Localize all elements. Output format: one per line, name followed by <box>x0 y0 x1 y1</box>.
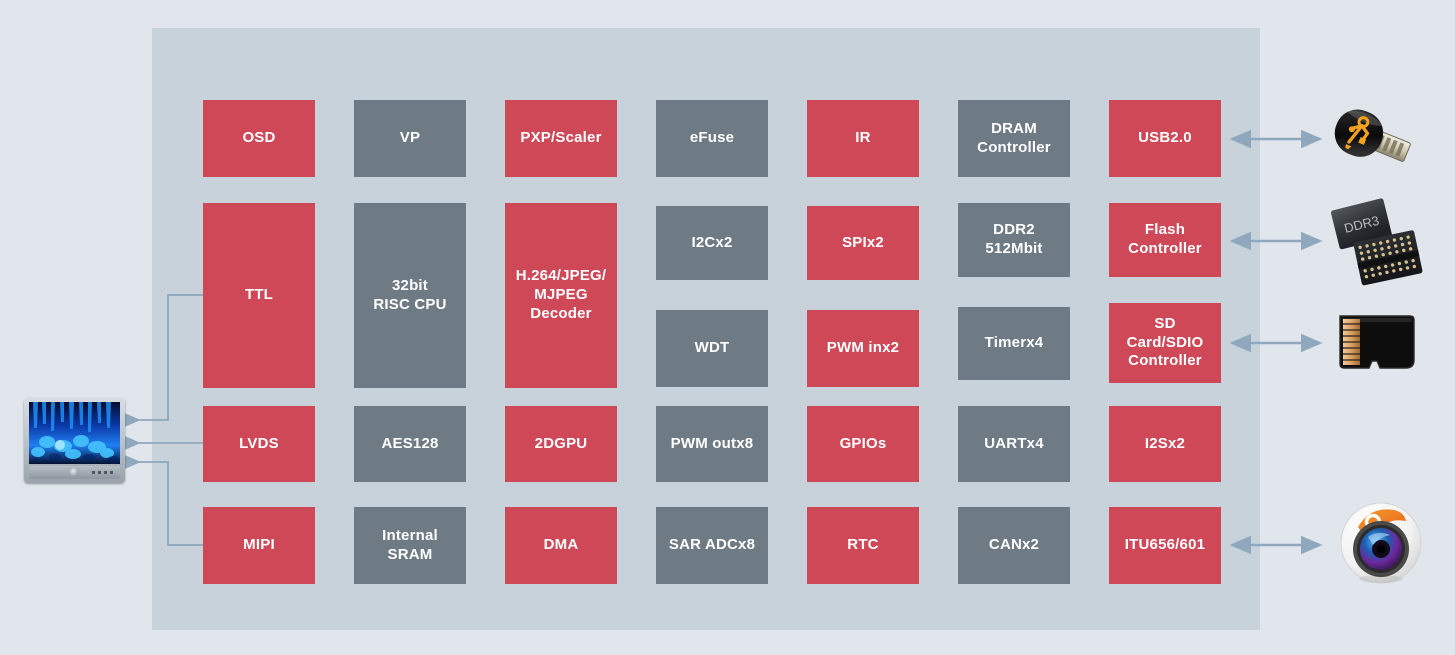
block-label: VP <box>399 129 421 147</box>
monitor-icon <box>24 398 125 483</box>
block-2dgpu[interactable]: 2DGPU <box>505 406 617 482</box>
block-label: OSD <box>242 129 276 147</box>
block-uartx4[interactable]: UARTx4 <box>958 406 1070 482</box>
block-label: RTC <box>847 536 879 554</box>
block-label: IR <box>855 129 871 147</box>
block-label: DMA <box>543 536 579 554</box>
block-canx2[interactable]: CANx2 <box>958 507 1070 584</box>
block-ttl[interactable]: TTL <box>203 203 315 388</box>
block-label: ITU656/601 <box>1124 536 1206 554</box>
monitor-indicator-lights <box>92 471 113 474</box>
block-gpios[interactable]: GPIOs <box>807 406 919 482</box>
block-label: eFuse <box>689 129 735 147</box>
block-label: 2DGPU <box>534 434 588 452</box>
block-label: AES128 <box>381 434 439 452</box>
block-mipi[interactable]: MIPI <box>203 507 315 584</box>
block-itu656-601[interactable]: ITU656/601 <box>1109 507 1221 584</box>
block-efuse[interactable]: eFuse <box>656 100 768 177</box>
block-label: USB2.0 <box>1138 129 1192 147</box>
block-label: MIPI <box>243 536 275 554</box>
block-usb20[interactable]: USB2.0 <box>1109 100 1221 177</box>
block-label: SAR ADCx8 <box>668 536 756 554</box>
monitor-screen <box>29 402 120 464</box>
block-spix2[interactable]: SPIx2 <box>807 206 919 280</box>
sd-card-icon <box>1334 310 1422 376</box>
block-label: LVDS <box>239 434 279 452</box>
monitor-stand <box>29 466 120 479</box>
block-pwm-inx2[interactable]: PWM inx2 <box>807 310 919 387</box>
block-vp[interactable]: VP <box>354 100 466 177</box>
block-pwm-outx8[interactable]: PWM outx8 <box>656 406 768 482</box>
block-timerx4[interactable]: Timerx4 <box>958 307 1070 380</box>
block-label: TTL <box>244 286 274 304</box>
block-label: GPIOs <box>839 434 887 452</box>
block-sar-adcx8[interactable]: SAR ADCx8 <box>656 507 768 584</box>
block-osd[interactable]: OSD <box>203 100 315 177</box>
block-label: I2Cx2 <box>691 233 733 251</box>
block-wdt[interactable]: WDT <box>656 310 768 387</box>
memory-chip-icon: DDR3 <box>1325 196 1425 288</box>
block-aes128[interactable]: AES128 <box>354 406 466 482</box>
block-label: WDT <box>694 339 730 357</box>
block-rtc[interactable]: RTC <box>807 507 919 584</box>
block-label: I2Sx2 <box>1144 434 1186 452</box>
block-pxp-scaler[interactable]: PXP/Scaler <box>505 100 617 177</box>
block-dma[interactable]: DMA <box>505 507 617 584</box>
block-label: Timerx4 <box>984 334 1044 352</box>
block-label: UARTx4 <box>984 434 1044 452</box>
usb-drive-icon <box>1330 100 1422 178</box>
monitor-artwork <box>29 402 120 464</box>
block-label: PXP/Scaler <box>520 129 602 147</box>
block-label: PWM outx8 <box>670 434 754 452</box>
camera-icon <box>1336 497 1426 587</box>
block-label: CANx2 <box>988 536 1040 554</box>
block-i2cx2[interactable]: I2Cx2 <box>656 206 768 280</box>
block-label: PWM inx2 <box>826 339 900 357</box>
block-i2sx2[interactable]: I2Sx2 <box>1109 406 1221 482</box>
monitor-power-button[interactable] <box>70 468 79 477</box>
block-lvds[interactable]: LVDS <box>203 406 315 482</box>
block-label: SPIx2 <box>842 233 884 251</box>
block-ir[interactable]: IR <box>807 100 919 177</box>
